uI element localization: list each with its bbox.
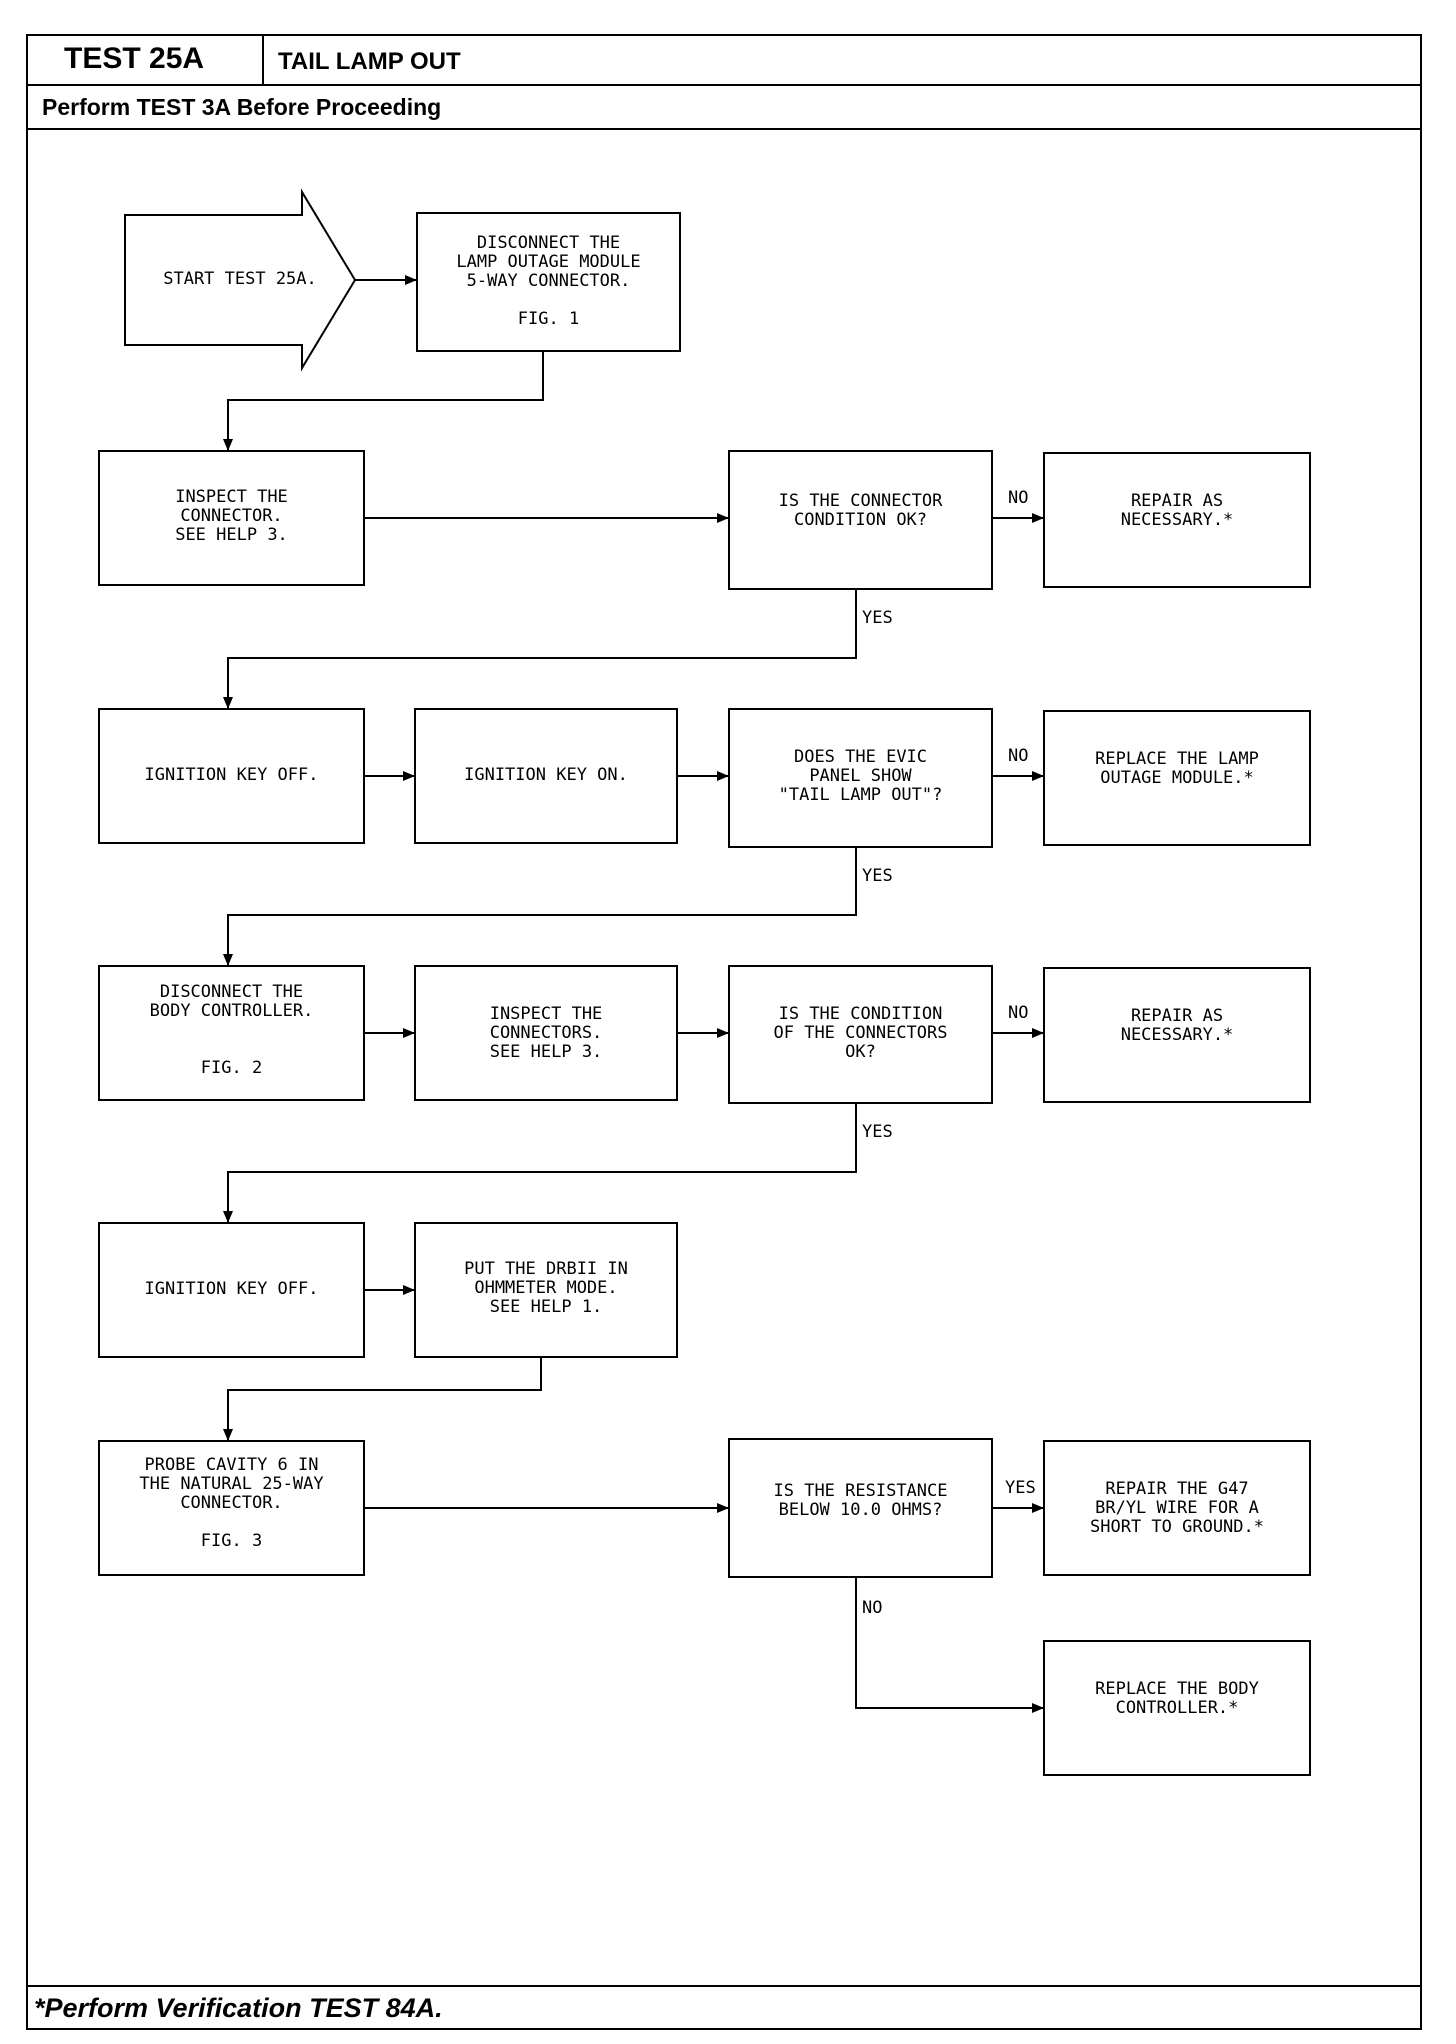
header-rule-2 <box>26 128 1422 130</box>
step-ignition-off-2-text: IGNITION KEY OFF. <box>144 1279 319 1299</box>
label-yes-1: YES <box>862 608 893 628</box>
page-frame <box>26 34 1422 2030</box>
step-replace-body: REPLACE THE BODY CONTROLLER.* <box>1043 1640 1311 1776</box>
decision-connectors-ok-text: IS THE CONDITION OF THE CONNECTORS OK? <box>773 1004 948 1062</box>
decision-evic: DOES THE EVIC PANEL SHOW "TAIL LAMP OUT"… <box>728 708 993 848</box>
test-id-divider <box>262 34 264 86</box>
label-yes-3: YES <box>862 1122 893 1142</box>
arrow-yes-to-ignition-off <box>223 590 857 709</box>
step-disconnect-lamp-module: DISCONNECT THE LAMP OUTAGE MODULE 5-WAY … <box>416 212 681 352</box>
step-repair-1: REPAIR AS NECESSARY.* <box>1043 452 1311 588</box>
label-no-3: NO <box>1008 1003 1029 1023</box>
step-inspect-connector-text: INSPECT THE CONNECTOR. SEE HELP 3. <box>175 487 288 545</box>
decision-resistance: IS THE RESISTANCE BELOW 10.0 OHMS? <box>728 1438 993 1578</box>
decision-connectors-ok: IS THE CONDITION OF THE CONNECTORS OK? <box>728 965 993 1104</box>
step-ignition-on: IGNITION KEY ON. <box>414 708 678 844</box>
step-inspect-connector: INSPECT THE CONNECTOR. SEE HELP 3. <box>98 450 365 586</box>
arrow-no-replace-body <box>855 1578 1044 1713</box>
label-yes-4: YES <box>1005 1478 1036 1498</box>
step-drbii-ohmmeter: PUT THE DRBII IN OHMMETER MODE. SEE HELP… <box>414 1222 678 1358</box>
step-ignition-off-1: IGNITION KEY OFF. <box>98 708 365 844</box>
test-title: TAIL LAMP OUT <box>278 48 461 75</box>
step-replace-lamp-module-text: REPLACE THE LAMP OUTAGE MODULE.* <box>1095 749 1259 788</box>
step-disconnect-lamp-module-text: DISCONNECT THE LAMP OUTAGE MODULE 5-WAY … <box>456 233 641 329</box>
label-no-2: NO <box>1008 746 1029 766</box>
header-rule-1 <box>26 84 1422 86</box>
step-inspect-connectors: INSPECT THE CONNECTORS. SEE HELP 3. <box>414 965 678 1101</box>
step-replace-body-text: REPLACE THE BODY CONTROLLER.* <box>1095 1679 1259 1718</box>
step-repair-2-text: REPAIR AS NECESSARY.* <box>1120 1006 1234 1045</box>
step-replace-lamp-module: REPLACE THE LAMP OUTAGE MODULE.* <box>1043 710 1311 846</box>
decision-resistance-text: IS THE RESISTANCE BELOW 10.0 OHMS? <box>773 1481 948 1520</box>
prerequisite-note: Perform TEST 3A Before Proceeding <box>42 94 442 120</box>
decision-connector-ok-text: IS THE CONNECTOR CONDITION OK? <box>778 491 943 530</box>
arrow-yes-to-ignition-off-2 <box>223 1104 857 1223</box>
start-label: START TEST 25A. <box>163 269 317 289</box>
step-repair-2: REPAIR AS NECESSARY.* <box>1043 967 1311 1103</box>
arrow-yes-to-disconnect-body <box>223 848 857 966</box>
label-no-1: NO <box>1008 488 1029 508</box>
step-repair-g47-text: REPAIR THE G47 BR/YL WIRE FOR A SHORT TO… <box>1090 1479 1264 1537</box>
step-ignition-off-1-text: IGNITION KEY OFF. <box>144 765 319 785</box>
step-disconnect-body: DISCONNECT THE BODY CONTROLLER. FIG. 2 <box>98 965 365 1101</box>
footer-rule <box>26 1985 1422 1987</box>
decision-connector-ok: IS THE CONNECTOR CONDITION OK? <box>728 450 993 590</box>
step-probe-cavity-text: PROBE CAVITY 6 IN THE NATURAL 25-WAY CON… <box>139 1455 324 1551</box>
footer-note: *Perform Verification TEST 84A. <box>34 1993 443 2023</box>
decision-evic-text: DOES THE EVIC PANEL SHOW "TAIL LAMP OUT"… <box>778 747 943 805</box>
step-ignition-off-2: IGNITION KEY OFF. <box>98 1222 365 1358</box>
step-repair-1-text: REPAIR AS NECESSARY.* <box>1120 491 1234 530</box>
start-arrow-shape <box>124 188 357 372</box>
step-drbii-ohmmeter-text: PUT THE DRBII IN OHMMETER MODE. SEE HELP… <box>464 1259 628 1317</box>
arrow-to-inspect-connector <box>223 352 544 451</box>
step-repair-g47: REPAIR THE G47 BR/YL WIRE FOR A SHORT TO… <box>1043 1440 1311 1576</box>
test-id: TEST 25A <box>64 42 205 75</box>
label-no-4: NO <box>862 1598 883 1618</box>
step-inspect-connectors-text: INSPECT THE CONNECTORS. SEE HELP 3. <box>489 1004 603 1062</box>
label-yes-2: YES <box>862 866 893 886</box>
arrow-to-probe <box>223 1358 542 1441</box>
step-ignition-on-text: IGNITION KEY ON. <box>464 765 628 785</box>
step-disconnect-body-text: DISCONNECT THE BODY CONTROLLER. FIG. 2 <box>149 982 314 1078</box>
step-probe-cavity: PROBE CAVITY 6 IN THE NATURAL 25-WAY CON… <box>98 1440 365 1576</box>
